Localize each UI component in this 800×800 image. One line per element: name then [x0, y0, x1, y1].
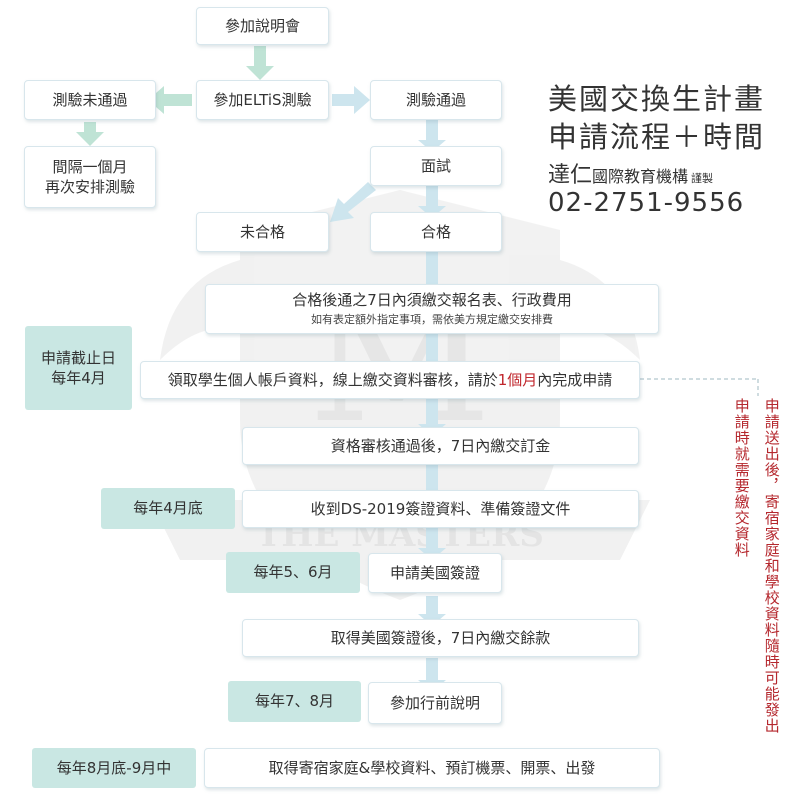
arrowhead-test: [246, 66, 274, 80]
arrow-interview-to-qualified: [426, 186, 438, 210]
box-account-highlight: 1個月: [497, 370, 538, 389]
box-departure: 取得寄宿家庭&學校資料、預訂機票、開票、出發: [204, 748, 660, 788]
arrowhead-retest: [76, 132, 104, 146]
box-orientation-label: 參加行前說明: [389, 693, 480, 712]
arrow-test-to-fail: [160, 94, 192, 106]
box-info-session-label: 參加說明會: [224, 16, 300, 35]
box-visa-label: 申請美國簽證: [389, 563, 480, 582]
box-pay-fees: 合格後通之7日內須繳交報名表、行政費用 如有表定額外指定事項，需依美方規定繳交安…: [205, 284, 659, 334]
arrowhead-fail: [148, 86, 164, 114]
box-test-fail-label: 測驗未通過: [52, 90, 128, 109]
title-line-1: 美國交換生計畫: [548, 82, 766, 116]
arrow-fees-to-account: [426, 334, 438, 366]
box-account-text-post: 內完成申請: [537, 370, 613, 389]
box-account-text-pre: 領取學生個人帳戶資料，線上繳交資料審核，請於: [167, 370, 498, 389]
box-test-fail: 測驗未通過: [24, 80, 156, 120]
side-note-right: 申請送出後，寄宿家庭和學校資料隨時可能發出: [762, 398, 781, 734]
box-visa: 申請美國簽證: [368, 553, 502, 593]
box-qualified: 合格: [370, 212, 502, 252]
box-retest-label: 間隔一個月 再次安排測驗: [44, 157, 135, 196]
box-test-pass-label: 測驗通過: [405, 90, 466, 109]
timeline-april-end-label: 每年4月底: [133, 499, 203, 518]
arrow-qualified-to-fees: [426, 250, 438, 284]
timeline-july-aug: 每年7、8月: [228, 681, 361, 722]
side-note-left: 申請時就需要繳交資料: [732, 398, 751, 558]
arrow-pass-to-interview: [426, 118, 438, 143]
arrow-account-to-deposit: [426, 398, 438, 428]
box-balance: 取得美國簽證後，7日內繳交餘款: [242, 619, 639, 657]
box-qualified-label: 合格: [420, 222, 451, 241]
arrow-interview-to-fail: [330, 182, 376, 222]
org-name: 達仁: [548, 163, 593, 188]
arrow-deposit-to-ds2019: [426, 464, 438, 492]
box-ds2019-label: 收到DS-2019簽證資料、準備簽證文件: [310, 499, 571, 518]
box-balance-label: 取得美國簽證後，7日內繳交餘款: [330, 628, 551, 647]
timeline-april-end: 每年4月底: [101, 488, 235, 529]
box-departure-label: 取得寄宿家庭&學校資料、預訂機票、開票、出發: [268, 758, 596, 777]
box-info-session: 參加說明會: [196, 7, 329, 45]
box-interview-label: 面試: [420, 157, 451, 175]
title-line-2: 申請流程＋時間: [548, 120, 766, 154]
organization: 達仁國際教育機構謹製: [548, 157, 713, 189]
box-not-qualified: 未合格: [196, 212, 329, 252]
arrow-test-to-pass: [332, 94, 358, 106]
timeline-may-june: 每年5、6月: [226, 552, 360, 593]
box-orientation: 參加行前說明: [368, 682, 502, 724]
phone-number: 02-2751-9556: [548, 188, 745, 218]
arrow-info-to-test: [254, 46, 266, 70]
timeline-aug-sep: 每年8月底-9月中: [32, 748, 196, 788]
timeline-may-june-label: 每年5、6月: [253, 563, 333, 582]
org-rest: 國際教育機構: [592, 167, 689, 186]
timeline-aug-sep-label: 每年8月底-9月中: [56, 758, 172, 777]
box-pay-fees-note: 如有表定額外指定事項，需依美方規定繳交安排費: [311, 312, 553, 326]
box-interview: 面試: [370, 146, 502, 186]
arrow-ds2019-to-visa: [426, 528, 438, 552]
box-deposit-label: 資格審核通過後，7日內繳交訂金: [330, 436, 551, 455]
arrow-balance-to-orientation: [426, 658, 438, 684]
box-deposit: 資格審核通過後，7日內繳交訂金: [242, 427, 639, 465]
timeline-july-aug-label: 每年7、8月: [254, 692, 335, 711]
box-ds2019: 收到DS-2019簽證資料、準備簽證文件: [242, 490, 639, 528]
box-pay-fees-label: 合格後通之7日內須繳交報名表、行政費用: [292, 291, 572, 310]
box-not-qualified-label: 未合格: [239, 222, 285, 241]
timeline-deadline-label: 申請截止日 每年4月: [40, 348, 116, 387]
timeline-deadline: 申請截止日 每年4月: [25, 326, 132, 410]
box-take-test: 參加ELTiS測驗: [196, 80, 329, 120]
arrowhead-pass: [354, 86, 370, 114]
box-test-pass: 測驗通過: [370, 80, 502, 120]
box-take-test-label: 參加ELTiS測驗: [213, 90, 312, 109]
org-suffix: 謹製: [691, 172, 714, 185]
box-retest: 間隔一個月 再次安排測驗: [24, 146, 156, 208]
